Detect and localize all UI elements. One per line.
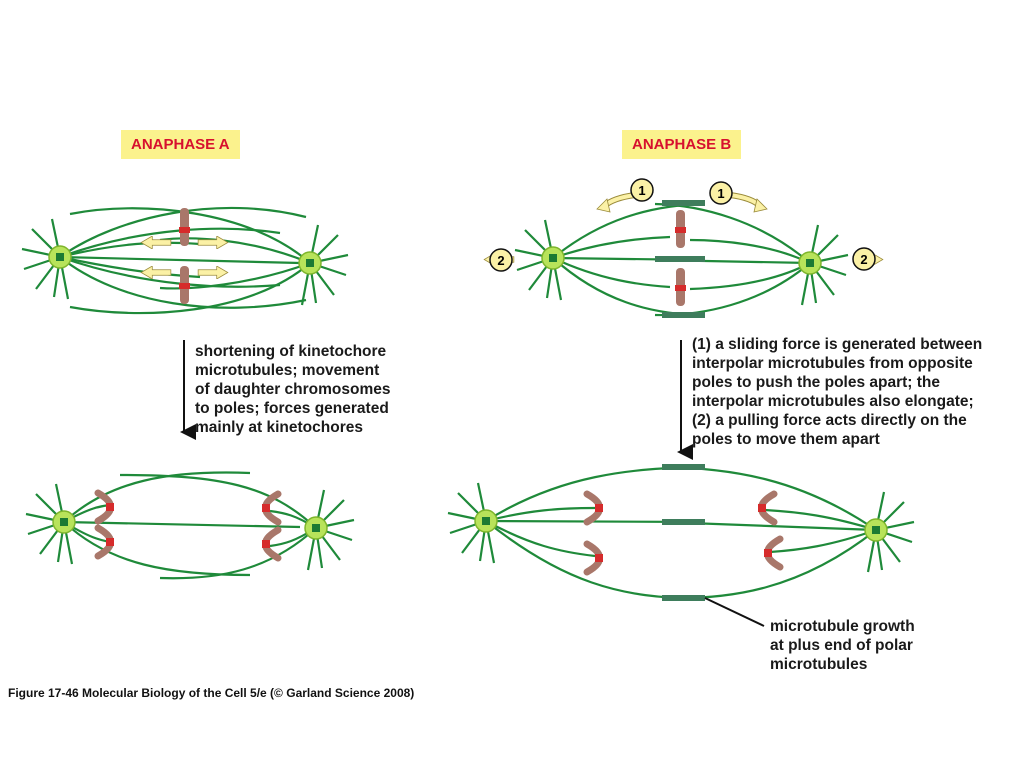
marker-2-left: 2 xyxy=(489,248,513,272)
marker-1-right-label: 1 xyxy=(717,186,724,201)
anaphase-a-label: ANAPHASE A xyxy=(121,130,240,159)
marker-2-right: 2 xyxy=(852,247,876,271)
marker-2-left-label: 2 xyxy=(497,253,504,268)
marker-1-left: 1 xyxy=(630,178,654,202)
marker-1-right: 1 xyxy=(709,181,733,205)
text-a-line: microtubules; movement xyxy=(195,362,380,379)
spindle-pole-right xyxy=(298,251,322,275)
anaphase-a-description: shortening of kinetochore microtubules; … xyxy=(195,342,391,437)
anaphase-a-top xyxy=(20,206,350,315)
growth-note-line: at plus end of polar xyxy=(770,637,913,654)
text-b-line: poles to move them apart xyxy=(692,431,880,448)
text-b-line: interpolar microtubules from opposite xyxy=(692,355,973,372)
anaphase-a-bottom xyxy=(24,471,356,580)
text-b-line: (2) a pulling force acts directly on the xyxy=(692,412,967,429)
text-a-line: shortening of kinetochore xyxy=(195,343,387,360)
text-a-line: to poles; forces generated xyxy=(195,400,389,417)
text-a-line: of daughter chromosomes xyxy=(195,381,391,398)
text-b-line: (1) a sliding force is generated between xyxy=(692,336,983,353)
anaphase-b-top xyxy=(483,192,884,318)
marker-2-right-label: 2 xyxy=(860,252,867,267)
text-b-line: interpolar microtubules also elongate; xyxy=(692,393,974,410)
text-b-line: poles to push the poles apart; the xyxy=(692,374,941,391)
growth-note-line: microtubule growth xyxy=(770,618,915,635)
growth-leader-line xyxy=(704,597,765,627)
spindle-pole-left xyxy=(48,245,72,269)
anaphase-b-bottom xyxy=(446,464,916,627)
growth-note: microtubule growth at plus end of polar … xyxy=(770,617,915,674)
chromosomes xyxy=(179,208,190,304)
figure-caption: Figure 17-46 Molecular Biology of the Ce… xyxy=(8,686,415,700)
text-a-line: mainly at kinetochores xyxy=(195,419,363,436)
growth-note-line: microtubules xyxy=(770,656,868,673)
anaphase-b-description: (1) a sliding force is generated between… xyxy=(692,335,982,449)
anaphase-b-label: ANAPHASE B xyxy=(622,130,742,159)
overlap-zones xyxy=(655,200,705,318)
marker-1-left-label: 1 xyxy=(638,183,645,198)
